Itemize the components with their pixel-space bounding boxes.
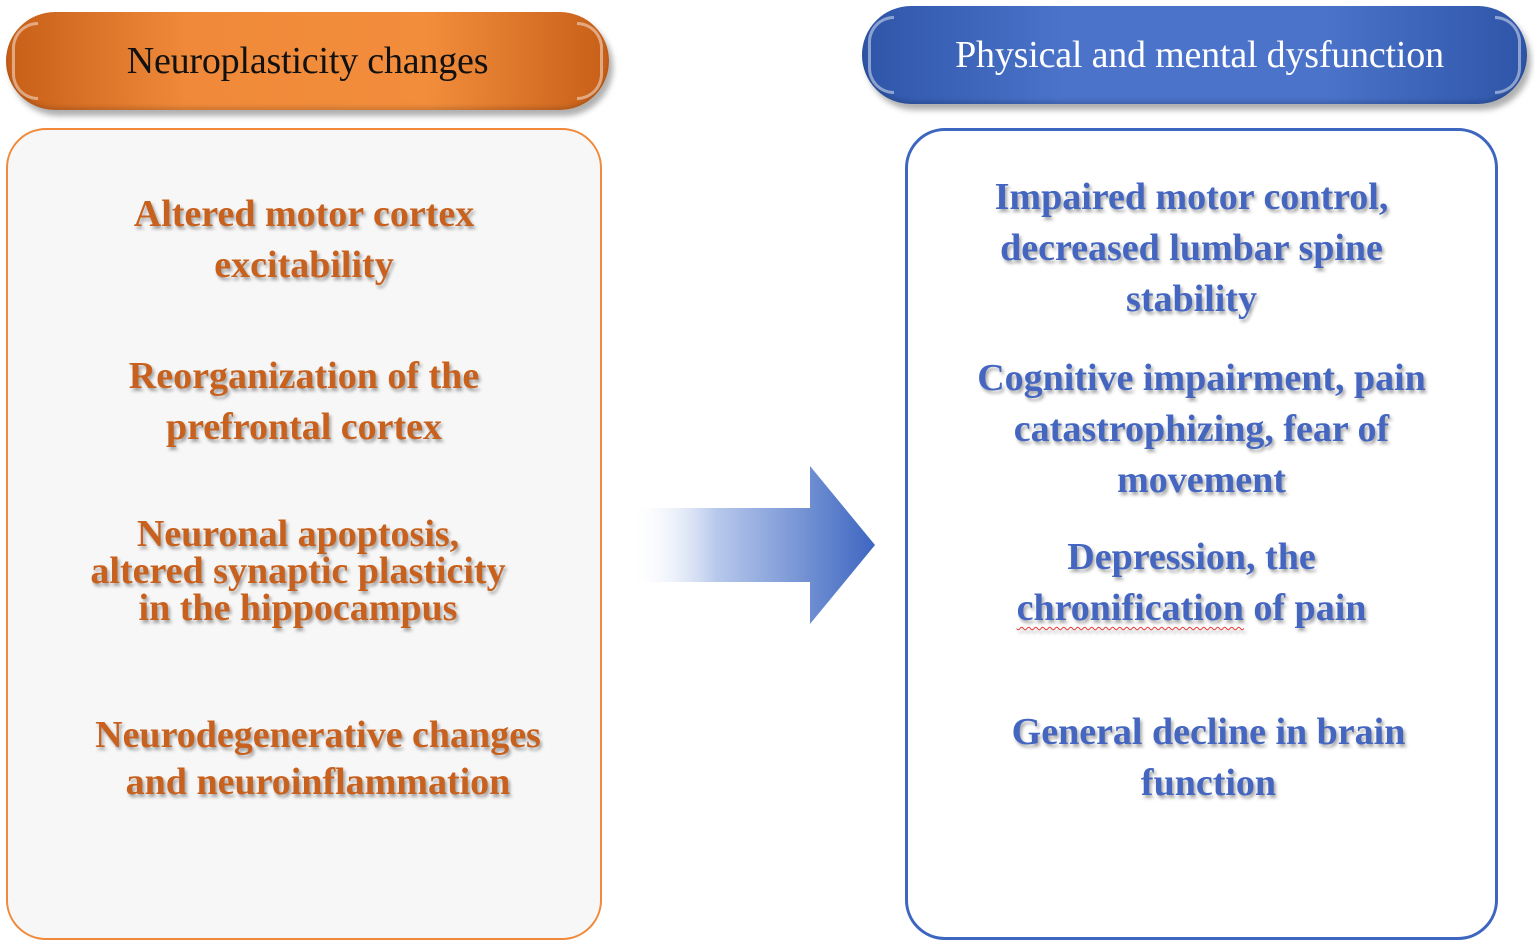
neuroplasticity-item-hippocampus: Neuronal apoptosis, altered synaptic pla…	[90, 513, 506, 629]
dysfunction-panel	[905, 128, 1498, 940]
neuroplasticity-header-label: Neuroplasticity changes	[126, 40, 489, 82]
dysfunction-item-depression: Depression, the chronification of pain	[1016, 536, 1367, 629]
neuroplasticity-item-prefrontal: Reorganization of the prefrontal cortex	[128, 355, 480, 448]
misspelled-word: chronification	[1016, 587, 1244, 629]
dysfunction-item-brain-decline: General decline in brain function	[1011, 711, 1406, 804]
neuroplasticity-header: Neuroplasticity changes	[6, 12, 609, 110]
neuroplasticity-item-neurodegenerative: Neurodegenerative changes and neuroinfla…	[95, 714, 541, 803]
right-arrow-icon	[630, 466, 875, 624]
neuroplasticity-panel	[6, 128, 602, 940]
dysfunction-header-label: Physical and mental dysfunction	[955, 34, 1444, 76]
dysfunction-header: Physical and mental dysfunction	[862, 6, 1527, 104]
neuroplasticity-item-motor-cortex: Altered motor cortex excitability	[133, 193, 475, 286]
dysfunction-item-cognitive: Cognitive impairment, pain catastrophizi…	[977, 357, 1426, 501]
dysfunction-item-motor-control: Impaired motor control, decreased lumbar…	[994, 176, 1389, 320]
